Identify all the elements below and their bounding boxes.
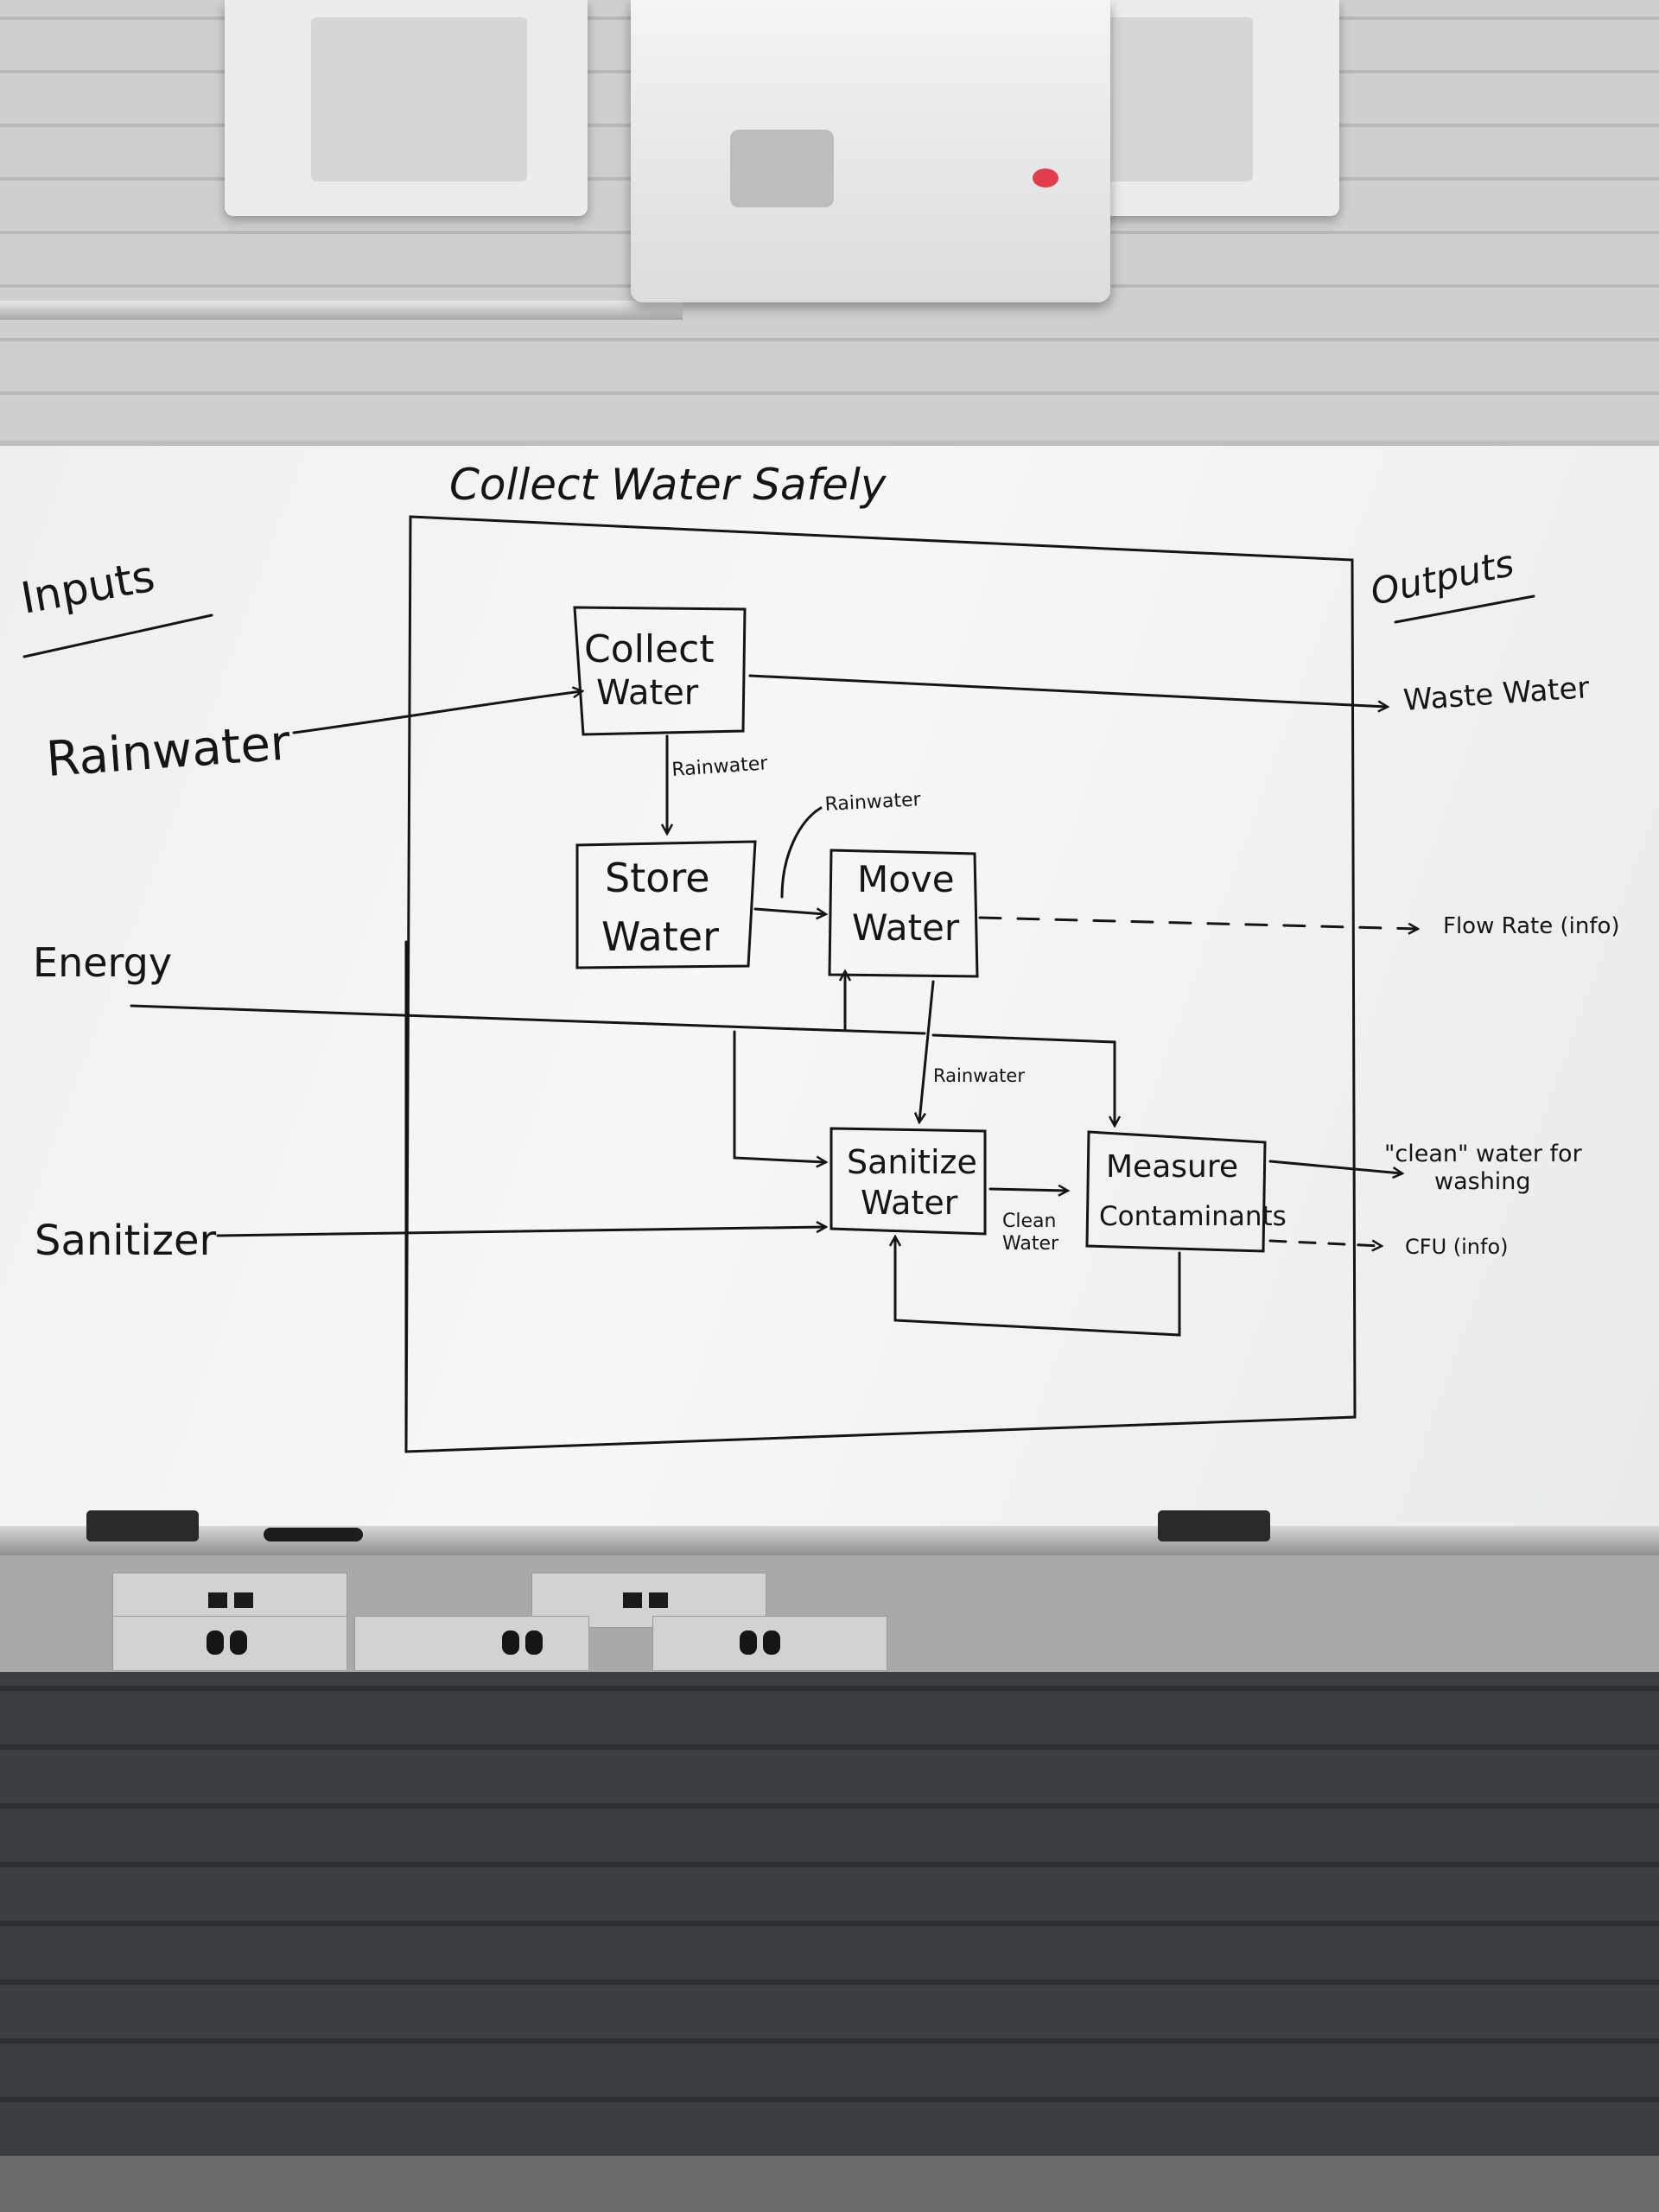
store-water-label-line1: Store — [605, 855, 710, 901]
energy-to-measure-arrow — [931, 1033, 1115, 1125]
move-to-sanitize-arrow — [919, 980, 935, 1122]
move-water-label-line2: Water — [852, 906, 960, 949]
wall-conduit — [0, 301, 683, 320]
flow-rate-arrow — [978, 916, 1417, 929]
store-water-box — [575, 840, 757, 969]
move-to-sanitize-label: Rainwater — [933, 1065, 1025, 1086]
floor — [0, 2156, 1659, 2212]
system-boundary — [404, 515, 1357, 1453]
store-water-label-line2: Water — [601, 913, 719, 960]
diagram-title: Collect Water Safely — [449, 460, 887, 510]
lower-brick-wall — [0, 1672, 1659, 2156]
output-clean-water-line2: washing — [1434, 1168, 1531, 1195]
energy-line — [130, 1004, 926, 1035]
outlet-socket — [230, 1630, 247, 1655]
output-cfu: CFU (info) — [1405, 1235, 1509, 1259]
collect-water-label-line2: Water — [596, 673, 699, 713]
input-energy: Energy — [33, 939, 172, 986]
output-flow-rate: Flow Rate (info) — [1443, 913, 1620, 939]
data-jack — [208, 1592, 227, 1608]
energy-to-sanitize-arrow — [733, 1030, 825, 1162]
data-jack — [234, 1592, 253, 1608]
inputs-underline — [22, 613, 213, 658]
measure-label-line1: Measure — [1106, 1149, 1238, 1185]
sanitize-water-label-line2: Water — [861, 1184, 958, 1222]
eraser-icon[interactable] — [86, 1510, 199, 1541]
outlet-socket — [502, 1630, 519, 1655]
projector-led — [1033, 168, 1058, 188]
outputs-underline — [1394, 594, 1535, 624]
data-jack — [623, 1592, 642, 1608]
clean-water-output-arrow — [1268, 1160, 1402, 1173]
input-sanitizer: Sanitizer — [35, 1217, 217, 1265]
sanitize-water-label-line1: Sanitize — [847, 1143, 977, 1181]
outlet-socket — [740, 1630, 757, 1655]
outlet-icon — [652, 1616, 887, 1671]
clean-water-label-line1: Clean — [1002, 1211, 1056, 1232]
projector-icon — [631, 0, 1110, 302]
sanitizer-input-arrow — [216, 1227, 825, 1237]
collect-water-label-line1: Collect — [584, 627, 715, 671]
whiteboard — [0, 441, 1659, 1535]
projector-lens — [730, 130, 834, 207]
outlet-icon — [112, 1616, 347, 1671]
inputs-heading: Inputs — [17, 551, 158, 624]
store-to-move-arrow — [753, 909, 825, 914]
output-waste-water: Waste Water — [1402, 671, 1591, 718]
outlet-socket — [525, 1630, 543, 1655]
collect-to-store-label: Rainwater — [671, 753, 769, 781]
sanitize-water-box — [830, 1127, 987, 1236]
cfu-output-arrow — [1268, 1241, 1381, 1246]
clean-water-label-line2: Water — [1002, 1233, 1059, 1255]
eraser-icon[interactable] — [1158, 1510, 1270, 1541]
measure-feedback-arrow — [895, 1237, 1181, 1337]
outlet-socket — [207, 1630, 224, 1655]
whiteboard-tray — [0, 1526, 1659, 1555]
store-to-move-label: Rainwater — [824, 789, 922, 816]
speaker-grill — [311, 17, 527, 181]
input-rainwater: Rainwater — [44, 715, 292, 788]
measure-contaminants-box — [1085, 1130, 1267, 1253]
outlet-strip — [0, 1555, 1659, 1672]
outlet-icon — [354, 1616, 589, 1671]
data-jack — [649, 1592, 668, 1608]
move-water-box — [828, 849, 979, 978]
output-clean-water-line1: "clean" water for — [1384, 1141, 1583, 1167]
outlet-socket — [763, 1630, 780, 1655]
marker-icon[interactable] — [264, 1528, 363, 1541]
rainwater-input-arrow — [292, 691, 582, 734]
rainwater-label-leader — [780, 806, 823, 899]
sanitize-to-measure-arrow — [988, 1189, 1067, 1191]
measure-label-line2: Contaminants — [1099, 1201, 1287, 1232]
speaker-icon — [225, 0, 588, 216]
waste-water-arrow — [748, 674, 1387, 707]
move-water-label-line1: Move — [857, 858, 955, 900]
